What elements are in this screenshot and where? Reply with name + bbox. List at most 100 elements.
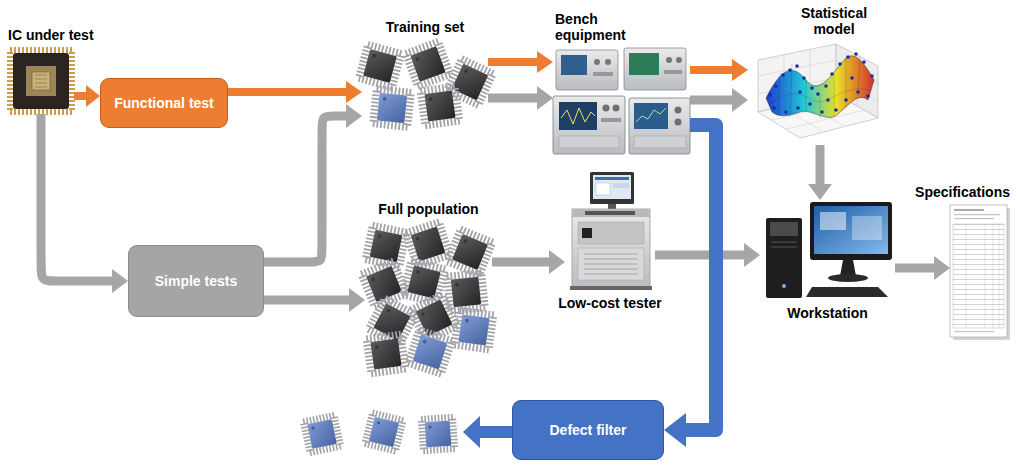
population-chips-part [368, 298, 415, 345]
flow-arrow [41, 114, 128, 293]
specification-sheet-part [954, 218, 994, 219]
arrow-shaft [264, 116, 347, 262]
surface-plot-part-part [796, 106, 799, 109]
surface-plot-part-part [798, 90, 801, 93]
surface-plot-part-part [850, 76, 853, 79]
picture-label: Low-cost tester [558, 295, 661, 311]
arrow-head [549, 250, 565, 274]
specification-sheet-part [953, 208, 1010, 340]
tester-rack-part [584, 254, 638, 274]
workstation-computer-part [770, 222, 798, 236]
picture-label: Specifications [915, 184, 1010, 200]
arrow-shaft [41, 114, 113, 281]
arrow-shaft [690, 66, 733, 74]
bench-instruments-part [634, 136, 686, 148]
arrow-head [537, 51, 553, 73]
ic-package-part [32, 72, 50, 90]
bench-instruments-part [603, 105, 610, 112]
arrow-head [732, 88, 748, 112]
tester-rack-part [595, 177, 629, 180]
training-chips-part [359, 45, 402, 88]
arrow-shaft [74, 92, 87, 100]
workstation-computer-part [810, 202, 892, 260]
bench-instruments-part [605, 59, 611, 65]
surface-plot-part-part [844, 98, 847, 101]
picture-node: Specifications [950, 205, 1010, 340]
population-chips-part [454, 310, 493, 349]
passed-chips-part [303, 415, 341, 453]
ic-package-part [13, 53, 69, 109]
arrow-head [346, 81, 362, 103]
process-box: Simple tests [128, 245, 264, 317]
surface-plot-part [768, 52, 873, 113]
picture-label: Bench equipment [555, 11, 655, 43]
surface-plot-part-part [768, 93, 771, 96]
tester-rack-part [593, 175, 631, 199]
arrow-shaft [816, 145, 825, 185]
surface-plot-part-part [774, 84, 777, 87]
process-box: Defect filter [512, 400, 664, 460]
workstation-computer-part [852, 216, 882, 240]
bench-instruments-part [676, 57, 682, 63]
tester-rack-part [572, 209, 650, 217]
flow-arrow [690, 59, 748, 81]
workstation-computer-part [771, 242, 797, 247]
arrow-head [664, 413, 686, 447]
arrow-shaft [655, 251, 745, 260]
tester-rack [570, 172, 652, 290]
box-label: Defect filter [549, 422, 626, 438]
surface-plot-part [758, 49, 878, 131]
arrow-shaft [488, 94, 538, 103]
tester-rack-part [578, 222, 644, 244]
specification-sheet-part [950, 205, 1007, 337]
output-arrow [463, 416, 512, 448]
workstation-computer-part [766, 218, 802, 298]
arrow-shaft [492, 258, 550, 267]
arrow-head [346, 104, 362, 128]
picture-node: IC under test [8, 48, 74, 114]
flow-arrow [488, 86, 553, 110]
box-label: Functional test [114, 95, 214, 111]
bench-instruments-part [666, 57, 672, 63]
population-chips [361, 222, 493, 374]
tester-rack-part [570, 286, 652, 290]
arrow-shaft [690, 96, 733, 105]
population-chips-part [447, 229, 492, 274]
training-chips-part [447, 59, 493, 105]
surface-plot-part-part [820, 110, 823, 113]
training-chips [359, 42, 493, 127]
surface-plot-part-part [824, 84, 827, 87]
surface-plot-part-part [802, 76, 805, 79]
surface-plot-part-part [826, 98, 829, 101]
arrow-head [349, 288, 365, 312]
bench-instruments-part [556, 50, 618, 90]
specification-sheet-part [954, 214, 1000, 215]
bench-instruments-part [559, 102, 597, 130]
box-label: Simple tests [155, 273, 237, 289]
ic-package-part [26, 66, 56, 96]
specification-sheet-part [966, 224, 999, 328]
arrow-head [537, 86, 553, 110]
surface-plot-part-part [788, 68, 791, 71]
ic-package-part [35, 75, 47, 87]
bench-instruments-part [561, 108, 595, 124]
tester-rack-part [578, 248, 644, 280]
flow-arrow [228, 81, 362, 103]
bench-instruments-part [629, 98, 690, 154]
bench-instruments-part [613, 105, 620, 112]
specification-sheet [950, 205, 1010, 340]
picture-label: Full population [378, 201, 478, 217]
arrow-shaft [264, 296, 350, 305]
arrow-shaft [228, 88, 347, 96]
population-chips-part [408, 330, 452, 374]
training-chips-part [420, 86, 459, 125]
population-chips-part [447, 273, 485, 311]
ic-package-part [10, 50, 72, 112]
workstation-computer-part [840, 260, 856, 276]
arrow-head [112, 269, 128, 293]
bench-instruments-part [553, 96, 625, 154]
tester-rack-part [608, 204, 616, 209]
tester-rack-part [613, 183, 629, 188]
